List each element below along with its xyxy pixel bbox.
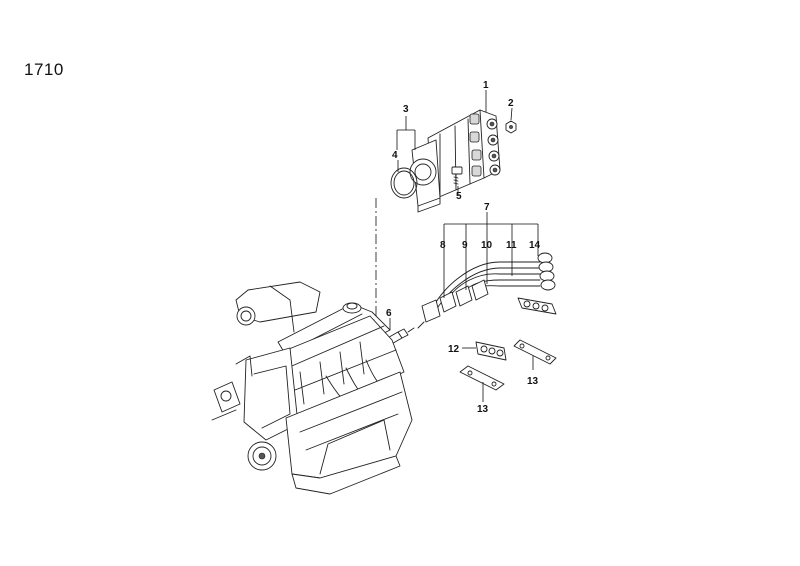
callout-5: 5 (456, 191, 462, 202)
wire-bracket-right (513, 339, 557, 365)
wire-holder (475, 341, 507, 361)
bracket-bolt (451, 166, 463, 187)
wire-bracket-lower (459, 365, 505, 391)
callout-6: 6 (386, 308, 392, 319)
callout-13-right: 13 (527, 376, 539, 387)
callout-1: 1 (483, 80, 489, 91)
callout-8: 8 (440, 240, 446, 251)
callout-11: 11 (506, 240, 517, 251)
callout-7: 7 (484, 202, 490, 213)
callout-2: 2 (508, 98, 514, 109)
callout-13-lower: 13 (477, 404, 489, 415)
o-ring (390, 167, 418, 199)
callout-3: 3 (403, 104, 409, 115)
callout-10: 10 (481, 240, 493, 251)
callout-14: 14 (529, 240, 541, 251)
leader-lines (389, 90, 539, 402)
callout-9: 9 (462, 240, 468, 251)
callout-numbers: 1 2 3 4 5 6 7 8 9 10 11 14 12 13 13 (386, 80, 541, 415)
callout-4: 4 (392, 150, 398, 161)
page-number: 1710 (24, 60, 64, 79)
callout-12: 12 (448, 344, 460, 355)
ignition-wire-set (417, 252, 556, 329)
engine-assembly (211, 281, 413, 495)
ignition-coil (427, 109, 501, 201)
wire-clip-upper (517, 297, 557, 315)
coil-bracket (409, 139, 441, 213)
coil-nut (505, 120, 517, 134)
